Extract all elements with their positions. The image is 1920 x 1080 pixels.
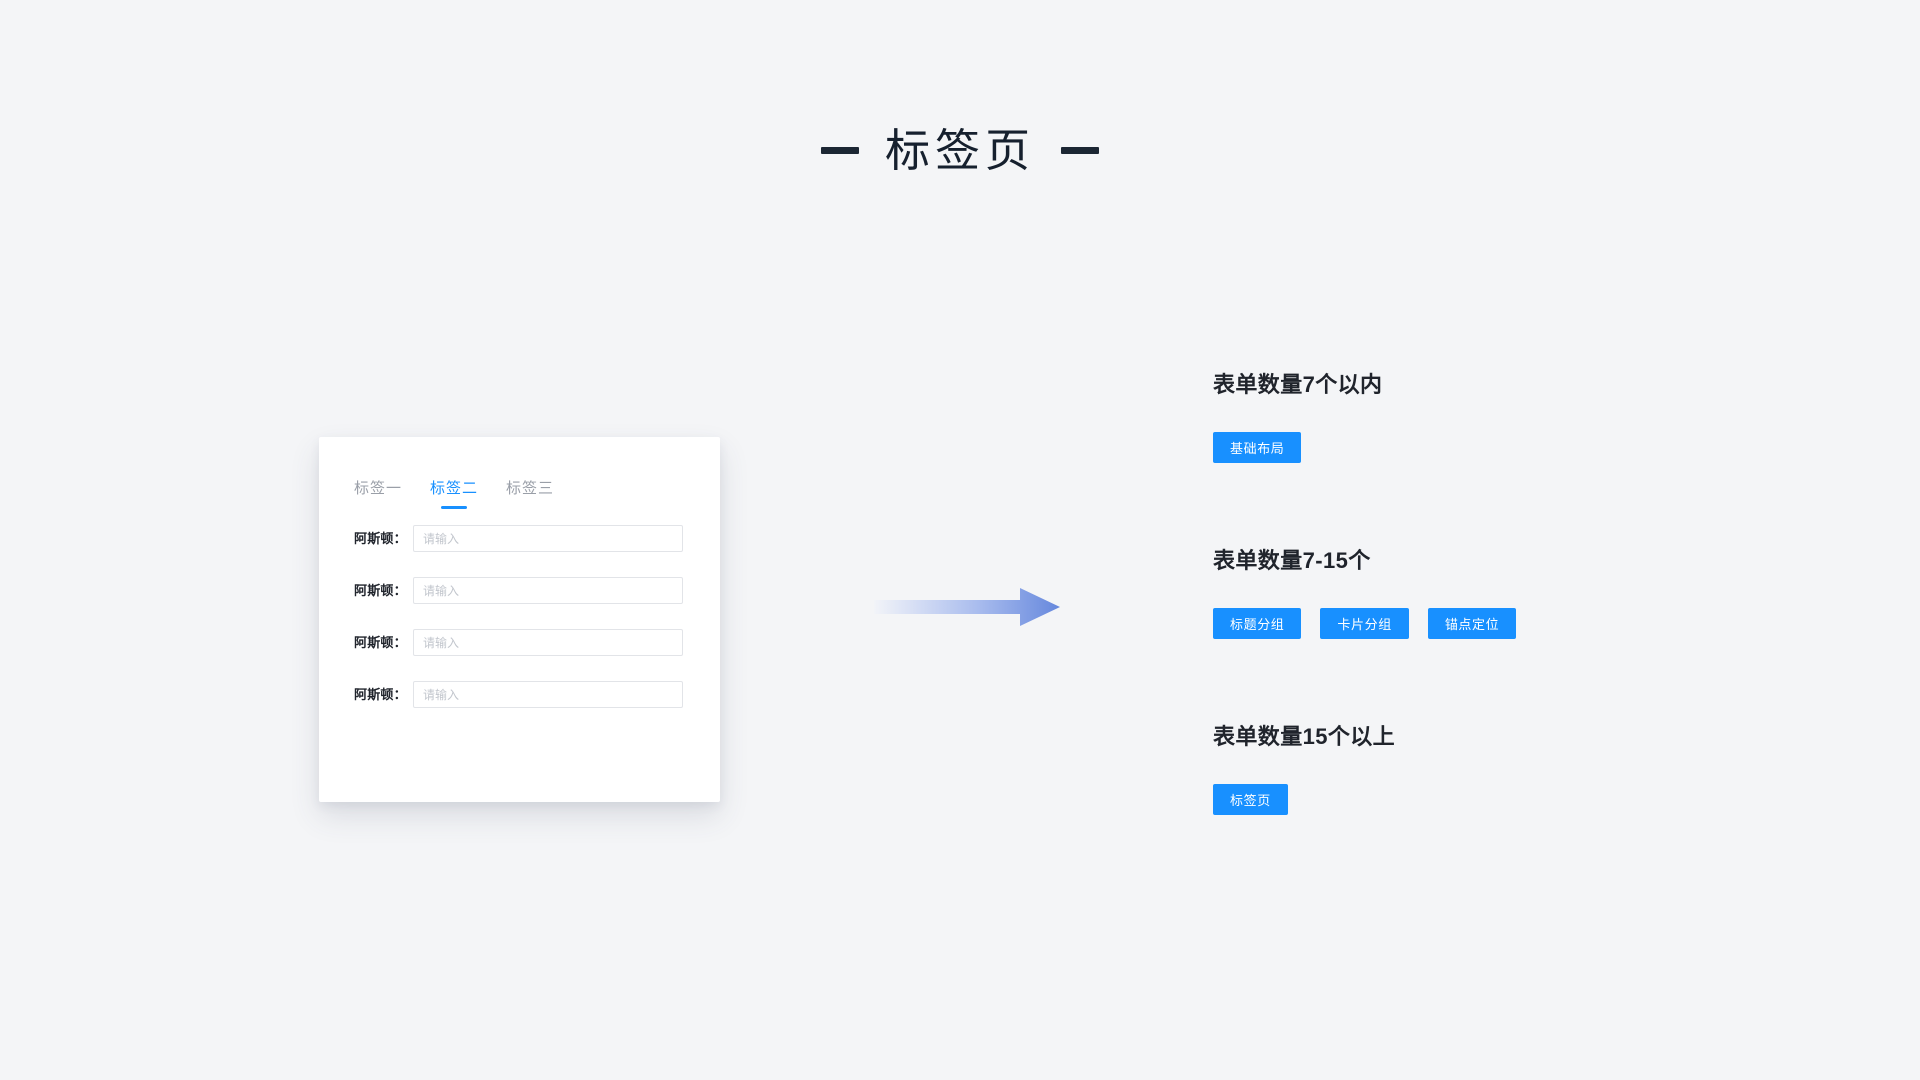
title-dash-left-icon (820, 147, 859, 154)
form-field-label: 阿斯顿： (354, 635, 407, 650)
form-field-input-3[interactable] (413, 629, 683, 656)
form-row: 阿斯顿： (319, 629, 720, 656)
form-field-input-4[interactable] (413, 681, 683, 708)
tab-bar: 标签一 标签二 标签三 (354, 478, 554, 509)
guide-button-row: 标题分组 卡片分组 锚点定位 (1213, 608, 1773, 639)
guide-heading: 表单数量15个以上 (1213, 724, 1396, 749)
tab-label-one-text: 标签一 (354, 480, 403, 497)
form-field-label: 阿斯顿： (354, 531, 407, 546)
form-field-input-2[interactable] (413, 577, 683, 604)
form-field-label: 阿斯顿： (354, 583, 407, 598)
tab-label-three[interactable]: 标签三 (506, 478, 554, 509)
active-tab-underline (441, 506, 468, 509)
page-title: 标签页 (0, 128, 1920, 173)
tab-form-preview-card: 标签一 标签二 标签三 阿斯顿： 阿斯顿： 阿斯顿： 阿斯顿： (319, 437, 720, 802)
tab-label-one[interactable]: 标签一 (354, 478, 402, 509)
guide-heading: 表单数量7个以内 (1213, 372, 1383, 397)
form-field-input-1[interactable] (413, 525, 683, 552)
form-row: 阿斯顿： (319, 681, 720, 708)
tab-label-two[interactable]: 标签二 (430, 478, 478, 509)
form-field-label: 阿斯顿： (354, 687, 407, 702)
guide-button-basic-layout[interactable]: 基础布局 (1213, 432, 1302, 463)
tab-label-three-text: 标签三 (506, 480, 555, 497)
guidance-column: 表单数量7个以内 基础布局 表单数量7-15个 标题分组 卡片分组 锚点定位 表… (1213, 370, 1773, 815)
guide-button-anchor-position[interactable]: 锚点定位 (1427, 608, 1517, 639)
guide-heading: 表单数量7-15个 (1213, 548, 1371, 573)
tab-label-two-text: 标签二 (430, 480, 479, 497)
page-title-text: 标签页 (884, 125, 1035, 176)
guide-group-over-15: 表单数量15个以上 标签页 (1213, 722, 1773, 815)
guide-group-under-7: 表单数量7个以内 基础布局 (1213, 370, 1773, 463)
guide-group-7-to-15: 表单数量7-15个 标题分组 卡片分组 锚点定位 (1213, 546, 1773, 639)
guide-button-title-group[interactable]: 标题分组 (1213, 608, 1302, 639)
form-body: 阿斯顿： 阿斯顿： 阿斯顿： 阿斯顿： (319, 525, 720, 708)
guide-button-row: 标签页 (1213, 784, 1773, 815)
title-dash-right-icon (1061, 147, 1099, 154)
flow-arrow-icon (874, 588, 1060, 626)
form-row: 阿斯顿： (319, 577, 720, 604)
form-row: 阿斯顿： (319, 525, 720, 552)
guide-button-tab-page[interactable]: 标签页 (1213, 784, 1288, 815)
guide-button-row: 基础布局 (1213, 432, 1773, 463)
guide-button-card-group[interactable]: 卡片分组 (1320, 608, 1409, 639)
